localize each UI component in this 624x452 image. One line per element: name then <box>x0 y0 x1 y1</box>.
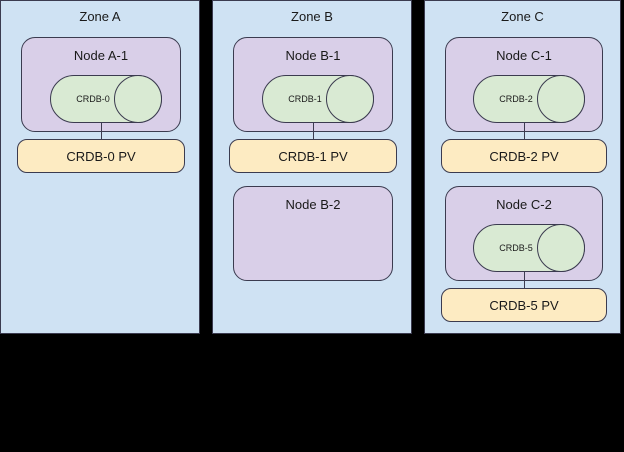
database-cylinder-crdb-2[interactable]: CRDB-2 <box>473 75 585 123</box>
zone-b-title: Zone B <box>291 9 333 24</box>
zone-c-title: Zone C <box>501 9 544 24</box>
pv-crdb-0[interactable]: CRDB-0 PV <box>17 139 185 173</box>
pv-crdb-5-label: CRDB-5 PV <box>489 297 559 313</box>
zone-b-container: Zone B Node B-1 CRDB-1 CRDB-1 PV Node B-… <box>212 0 412 334</box>
pv-crdb-2[interactable]: CRDB-2 PV <box>441 139 607 173</box>
zone-a-title: Zone A <box>79 9 121 24</box>
connector-node-c-2-to-pv <box>524 271 525 289</box>
node-a-1[interactable]: Node A-1 CRDB-0 <box>21 37 181 132</box>
pv-crdb-1[interactable]: CRDB-1 PV <box>229 139 397 173</box>
pv-crdb-1-label: CRDB-1 PV <box>278 148 348 164</box>
node-b-2[interactable]: Node B-2 <box>233 186 393 281</box>
zone-a-container: Zone A Node A-1 CRDB-0 CRDB-0 PV <box>0 0 200 334</box>
database-cylinder-crdb-1[interactable]: CRDB-1 <box>262 75 374 123</box>
pv-crdb-2-label: CRDB-2 PV <box>489 148 559 164</box>
pv-crdb-5[interactable]: CRDB-5 PV <box>441 288 607 322</box>
connector-node-c-1-to-pv <box>524 122 525 140</box>
pv-crdb-0-label: CRDB-0 PV <box>66 148 136 164</box>
node-b-1-title: Node B-1 <box>285 48 341 63</box>
zone-c-container: Zone C Node C-1 CRDB-2 CRDB-2 PV Node C-… <box>424 0 621 334</box>
database-cylinder-crdb-5[interactable]: CRDB-5 <box>473 224 585 272</box>
node-b-1[interactable]: Node B-1 CRDB-1 <box>233 37 393 132</box>
connector-node-b-1-to-pv <box>313 122 314 140</box>
node-a-1-title: Node A-1 <box>73 48 129 63</box>
node-b-2-title: Node B-2 <box>285 197 341 212</box>
node-c-2[interactable]: Node C-2 CRDB-5 <box>445 186 603 281</box>
node-c-2-title: Node C-2 <box>496 197 552 212</box>
node-c-1-title: Node C-1 <box>496 48 552 63</box>
connector-node-a-1-to-pv <box>101 122 102 140</box>
node-c-1[interactable]: Node C-1 CRDB-2 <box>445 37 603 132</box>
database-cylinder-crdb-0[interactable]: CRDB-0 <box>50 75 162 123</box>
